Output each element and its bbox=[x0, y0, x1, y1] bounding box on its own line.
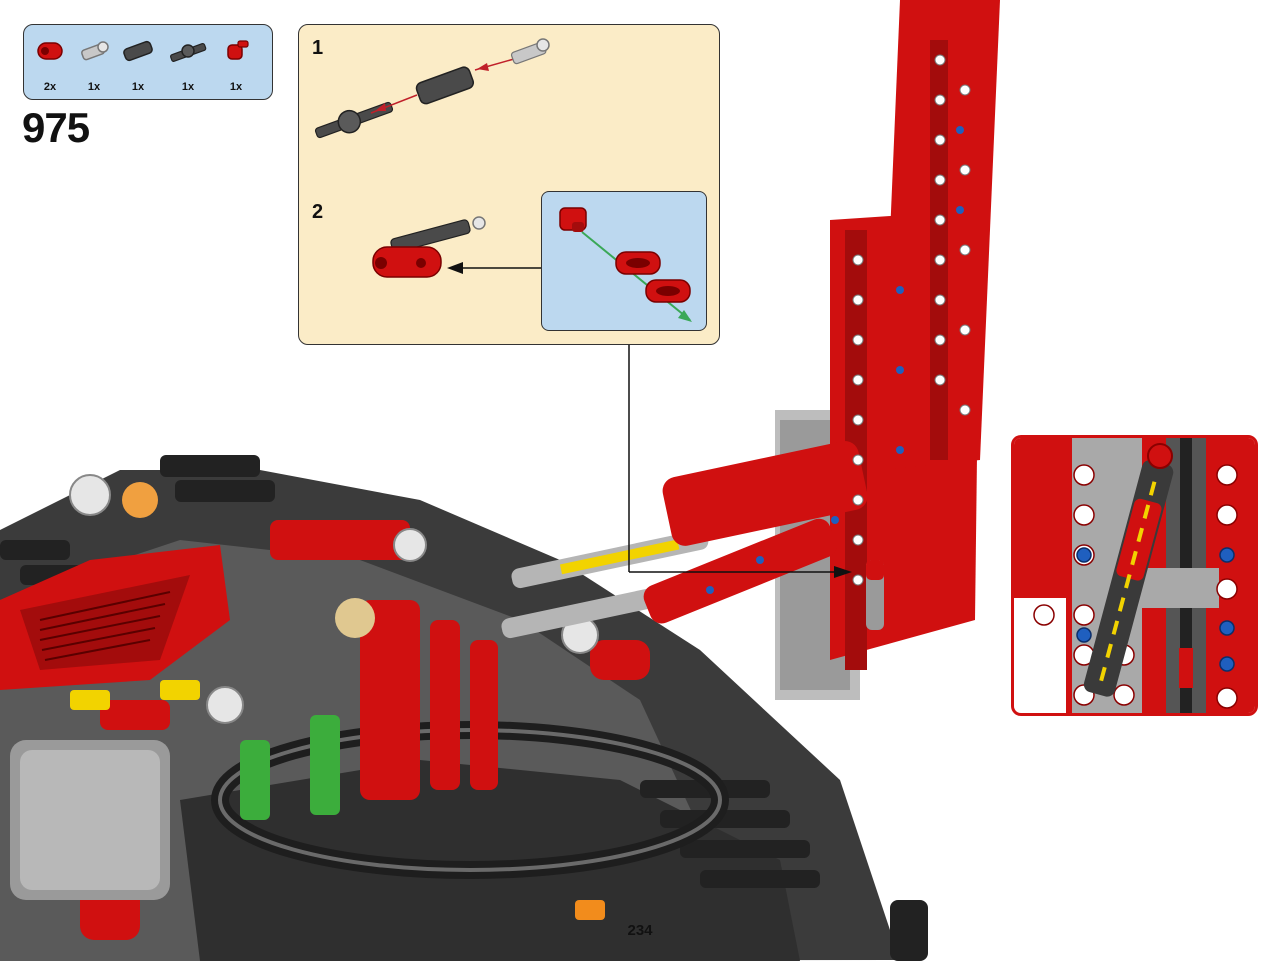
part-quantity: 1x bbox=[131, 81, 145, 93]
part-quantity: 1x bbox=[229, 81, 243, 93]
light-gray-axle-icon bbox=[81, 41, 109, 61]
callout-leader-line bbox=[628, 345, 852, 578]
detail-zoom-illustration bbox=[1014, 438, 1255, 713]
dark-gray-axle-connector-icon bbox=[123, 40, 153, 62]
substep-1-illustration bbox=[314, 38, 550, 139]
parts-item: 2x bbox=[30, 35, 70, 95]
parts-list-box: 2x 1x 1x 1x 1x bbox=[23, 24, 273, 100]
crane-boom bbox=[643, 0, 1000, 700]
substep-2-callout bbox=[541, 191, 707, 331]
page-number: 234 bbox=[627, 922, 653, 939]
substep-label-1: 1 bbox=[312, 37, 324, 59]
parts-item: 1x bbox=[74, 35, 114, 95]
callout-illustration bbox=[559, 207, 692, 322]
parts-item: 1x bbox=[216, 35, 256, 95]
parts-item: 1x bbox=[168, 35, 208, 95]
part-quantity: 1x bbox=[87, 81, 101, 93]
substep-2-illustration bbox=[372, 216, 541, 278]
red-axle-pin-icon bbox=[227, 40, 249, 60]
engine-box bbox=[10, 740, 170, 900]
part-quantity: 1x bbox=[181, 81, 195, 93]
detail-zoom-callout bbox=[1011, 435, 1258, 716]
grille-detail bbox=[39, 591, 171, 661]
step-number: 975 bbox=[22, 104, 90, 151]
substep-label-2: 2 bbox=[312, 201, 324, 223]
parts-item: 1x bbox=[118, 35, 158, 95]
colored-details bbox=[70, 482, 605, 920]
red-connector-icon bbox=[37, 42, 63, 60]
gear-details bbox=[69, 474, 599, 724]
dark-gray-axle-joiner-icon bbox=[170, 42, 207, 62]
substep-box: 1 2 bbox=[298, 24, 720, 345]
part-quantity: 2x bbox=[43, 81, 57, 93]
